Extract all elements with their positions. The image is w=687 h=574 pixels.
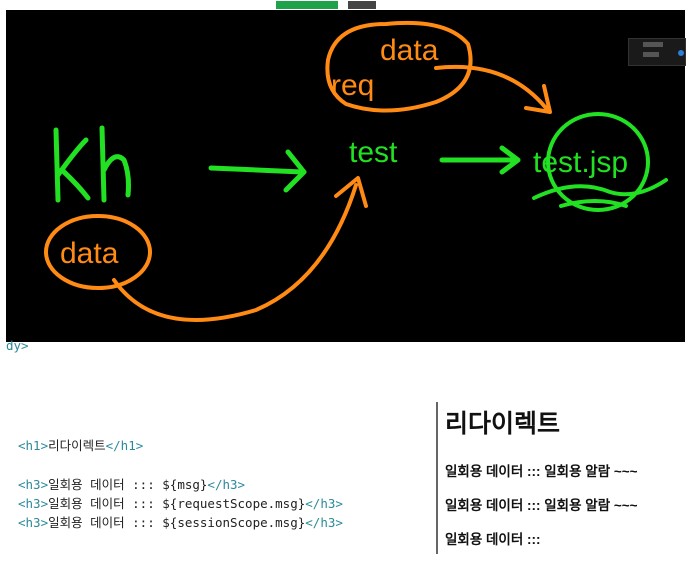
arrow-test-to-jsp	[439, 145, 521, 175]
label-test: test	[349, 136, 398, 169]
panel-line	[643, 42, 663, 47]
panel-line	[643, 52, 659, 57]
status-dot-icon	[678, 50, 684, 56]
output-heading: 리다이렉트	[445, 410, 561, 438]
stop-share-bar[interactable]	[348, 1, 376, 9]
drawing-canvas: data data req test test.jsp	[44, 20, 668, 322]
curve-data-to-jsp	[434, 64, 552, 114]
label-data-top: data	[380, 34, 439, 67]
orange-ink	[44, 20, 552, 322]
data-top-ellipse	[325, 20, 473, 113]
data-left-ellipse	[44, 214, 152, 290]
curve-data-to-test	[112, 176, 368, 322]
output-line: 일회용 데이터 ::: 일회용 알람 ~~~	[445, 464, 638, 479]
code-line-h3: <h3>일회용 데이터 ::: ${sessionScope.msg}</h3>	[18, 515, 343, 530]
output-line: 일회용 데이터 ::: 일회용 알람 ~~~	[445, 498, 638, 513]
code-editor[interactable]: dy> <h1>리다이렉트</h1> <h3>일회용 데이터 ::: ${msg…	[0, 338, 435, 574]
jsp-circle	[546, 112, 650, 212]
drawing-board[interactable]: data data req test test.jsp	[6, 10, 685, 342]
code-h1-close: </h1>	[105, 438, 144, 453]
code-h1-text: 리다이렉트	[48, 438, 106, 453]
code-line-h3: <h3>일회용 데이터 ::: ${msg}</h3>	[18, 477, 246, 492]
code-line-h3: <h3>일회용 데이터 ::: ${requestScope.msg}</h3>	[18, 496, 343, 511]
arrow-kh-to-test	[208, 149, 307, 193]
pane-divider	[436, 402, 438, 554]
kh-h-stroke	[99, 125, 131, 203]
share-bar[interactable]	[276, 1, 338, 9]
jsp-underline	[532, 178, 668, 208]
kh-k-stroke	[53, 127, 91, 203]
code-line-h1: <h1>리다이렉트</h1>	[18, 435, 143, 454]
label-req: req	[331, 69, 374, 102]
output-line: 일회용 데이터 :::	[445, 532, 541, 547]
jsp-ink	[532, 112, 668, 212]
floating-panel[interactable]	[628, 38, 686, 66]
code-fragment: dy>	[6, 338, 29, 353]
kh-ink	[53, 125, 131, 203]
board-labels: data data req test test.jsp	[60, 34, 628, 270]
label-data-left: data	[60, 237, 119, 270]
top-toolbar	[276, 0, 380, 10]
code-h1-open: <h1>	[18, 438, 49, 453]
label-test-jsp: test.jsp	[533, 146, 628, 179]
green-arrows	[208, 145, 521, 193]
